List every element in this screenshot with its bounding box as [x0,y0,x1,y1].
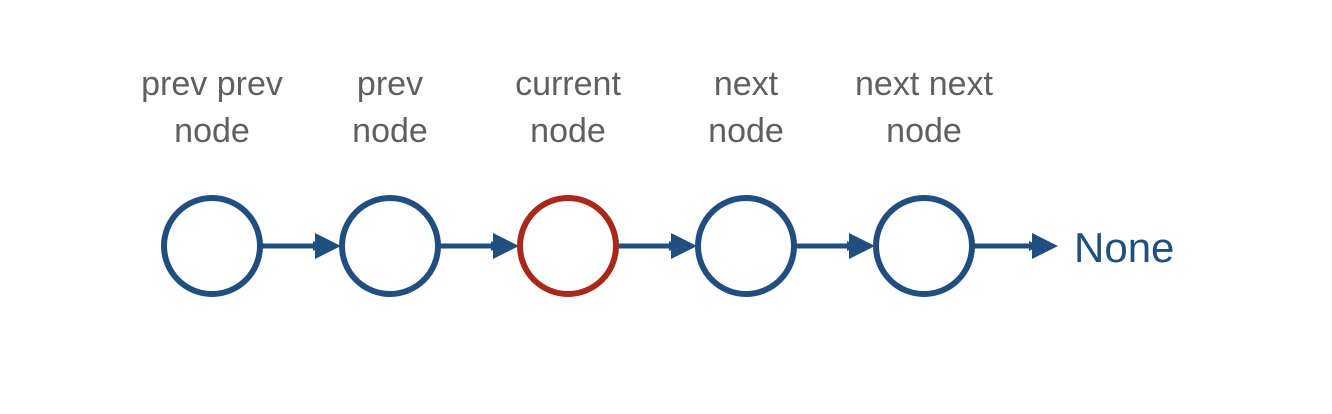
node-label-line1: prev prev [141,65,283,103]
arrowhead-icon [1032,233,1058,259]
nodes [161,195,975,297]
node-label-line1: prev [357,65,423,103]
node-label-line1: current [515,65,621,103]
node-label-line2: node [708,112,784,150]
node-label-line2: node [174,112,250,150]
node-label-line2: node [352,112,428,150]
arrowhead-icon [493,233,519,259]
node-label-line2: node [530,112,606,150]
node-prev-prev [161,195,263,297]
none-label: None [1074,224,1174,271]
node-label-line1: next [714,65,779,103]
node-next-next [873,195,975,297]
node-label-line1: next next [855,65,994,103]
node-label-line2: node [886,112,962,150]
node-prev [339,195,441,297]
node-labels: prev prev node prev node current node ne… [141,65,993,150]
node-current [517,195,619,297]
arrowhead-icon [315,233,341,259]
arrowheads [315,233,1058,259]
arrowhead-icon [671,233,697,259]
arrowhead-icon [849,233,875,259]
node-next [695,195,797,297]
